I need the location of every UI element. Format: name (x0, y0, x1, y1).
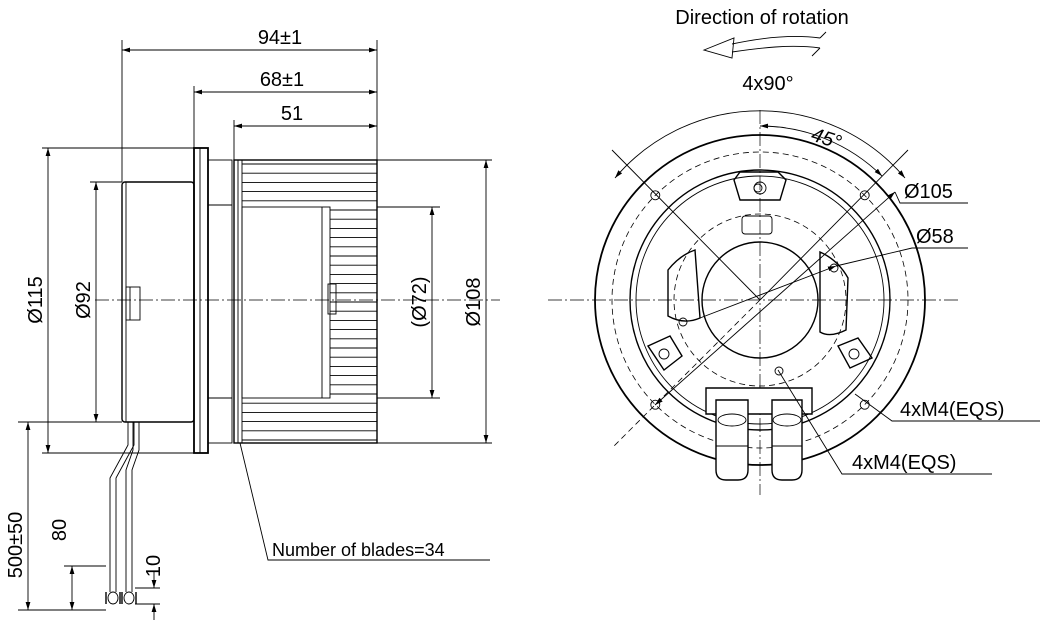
dim-inner-circle: Ø58 (916, 226, 954, 248)
side-view: 94±1 68±1 51 Ø115 Ø92 (Ø72) Ø108 500±50 … (5, 27, 500, 620)
dim-thread-outer: 4xM4(EQS) (900, 399, 1004, 421)
cable-gland (705, 387, 813, 481)
dim-overall-length: 94±1 (258, 27, 302, 49)
dim-cable-strip: 80 (49, 519, 71, 541)
mounting-flange (193, 147, 233, 454)
diameter-leaders (654, 191, 1040, 475)
rotation-label: Direction of rotation (675, 7, 848, 29)
motor-housing (121, 181, 195, 423)
dim-hole-pattern: 4x90° (742, 73, 793, 95)
side-extension-lines (18, 40, 492, 611)
dim-inner-diameter: (Ø72) (409, 276, 431, 327)
dim-impeller-diameter: Ø108 (463, 278, 485, 327)
power-cables (105, 422, 140, 605)
dim-cable-end: 10 (143, 555, 165, 577)
rotation-arrow-icon (702, 31, 827, 59)
blades-note: Number of blades=34 (272, 540, 445, 560)
dim-motor-diameter: Ø92 (73, 281, 95, 319)
front-view: Direction of rotation (548, 7, 1040, 495)
dim-thread-inner: 4xM4(EQS) (852, 452, 956, 474)
dim-flange-diameter: Ø115 (25, 276, 47, 323)
dim-impeller-width: 51 (281, 103, 303, 125)
impeller-body (233, 159, 378, 444)
impeller-blades (242, 163, 377, 441)
dim-bolt-circle: Ø105 (904, 181, 953, 203)
cooling-slots (667, 249, 849, 336)
bolt-circle (611, 151, 909, 449)
side-dimension-lines (25, 47, 490, 620)
dim-angle-offset: 45° (808, 124, 844, 154)
dim-cable-length: 500±50 (5, 512, 27, 579)
dim-flange-to-end: 68±1 (260, 69, 304, 91)
